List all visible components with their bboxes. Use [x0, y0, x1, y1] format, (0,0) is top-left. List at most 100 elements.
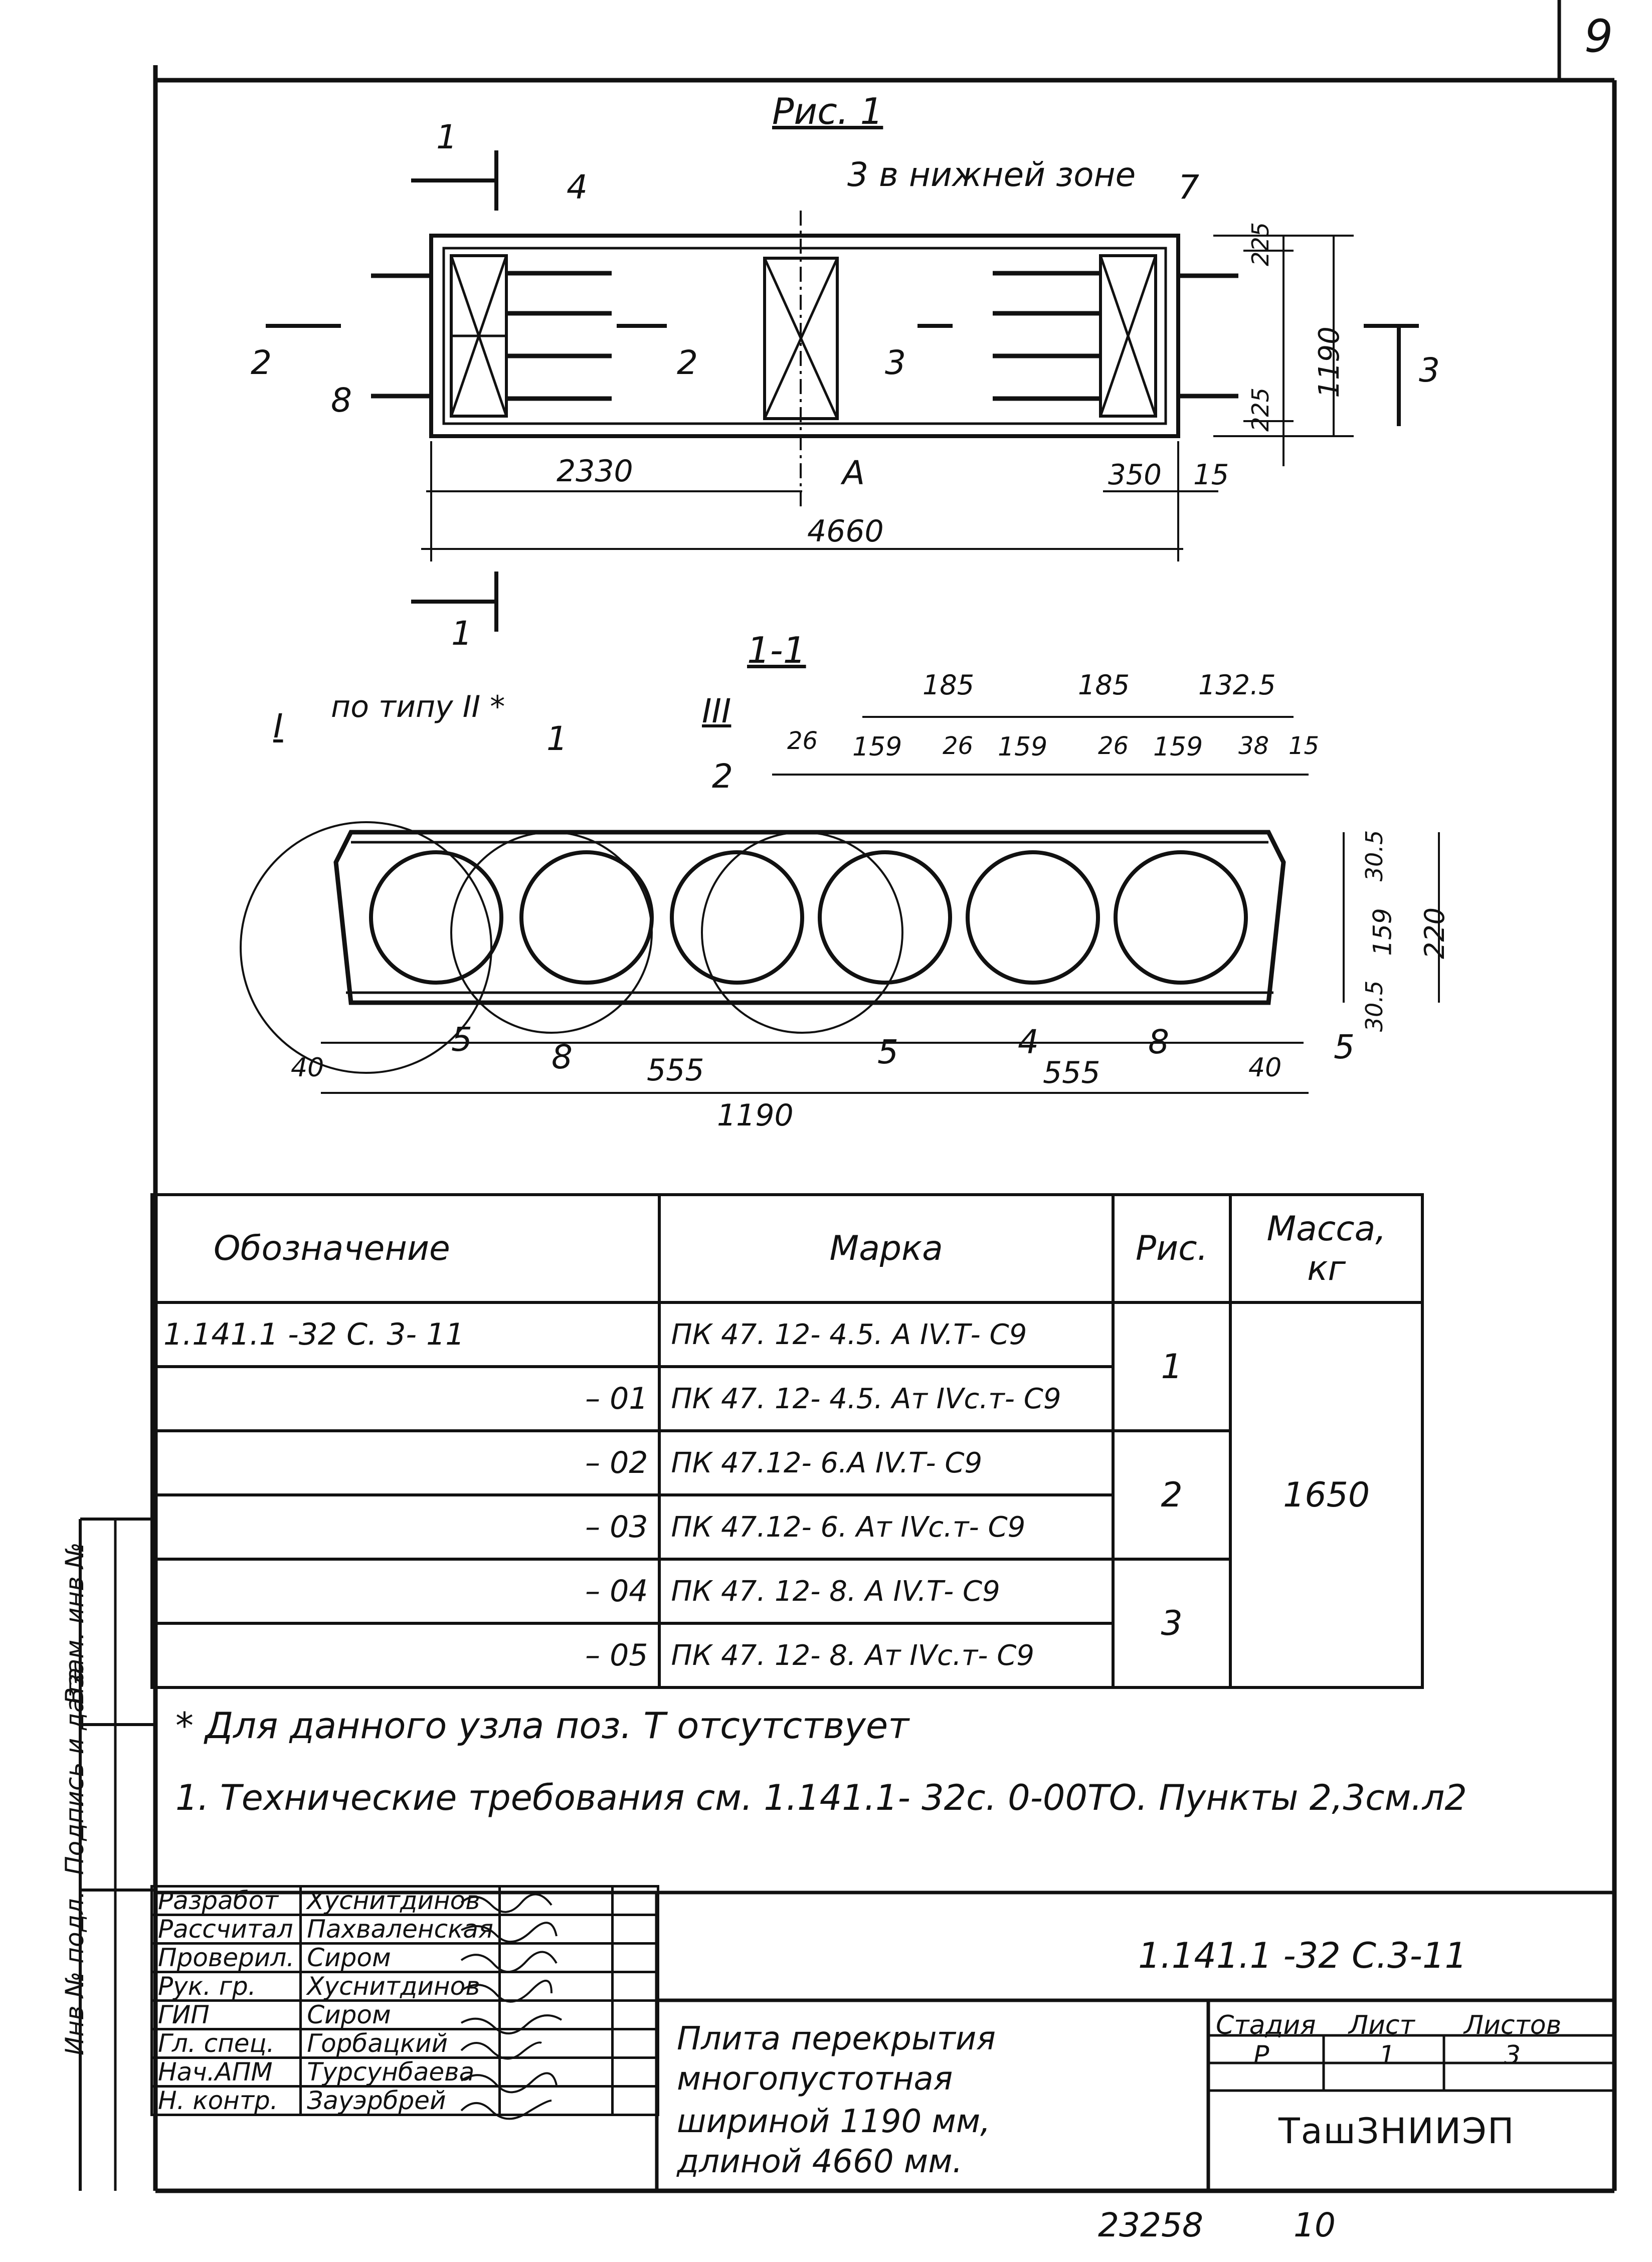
stamp-name-4: Сиром [299, 1999, 501, 2030]
sheets-label: Листов [1464, 2010, 1562, 2040]
archive-number: 23258 [1098, 2206, 1203, 2244]
row-3-designation: – 03 [150, 1493, 661, 1561]
plan-dim-15: 15 [1193, 459, 1229, 491]
section-dim-40-left: 40 [291, 1053, 324, 1083]
row-4-mark: ПК 47. 12- 8. А IV.Т- С9 [658, 1558, 1115, 1625]
stamp-signature-3 [498, 1971, 614, 2002]
sheet-value: 1 [1379, 2040, 1396, 2070]
spec-table: Обозначение Марка Рис. Масса, кг 1.141.1… [150, 1193, 1424, 1689]
header-designation: Обозначение [150, 1193, 661, 1304]
row-5-designation: – 05 [150, 1622, 661, 1689]
plan-callout-section-2-right: 2 [677, 343, 698, 382]
stage-label: Стадия [1216, 2010, 1316, 2040]
section-callout-5-left: 5 [451, 1020, 472, 1059]
stamp-role-5: Гл. спец. [150, 2028, 302, 2059]
section-drawing [240, 716, 1440, 1094]
plan-callout-section-1-bottom: 1 [451, 614, 472, 653]
title-line-0: Плита перекрытия [677, 2020, 996, 2057]
stamp-signature-4 [498, 1999, 614, 2030]
section-dim-26-c: 26 [1098, 732, 1129, 760]
section-label-III: III [702, 692, 731, 730]
stamp-role-4: ГИП [150, 1999, 302, 2030]
section-callout-1: 1 [546, 719, 568, 758]
row-0-designation: 1.141.1 -32 С. 3- 11 [150, 1301, 661, 1368]
section-callout-8-left: 8 [552, 1038, 573, 1076]
title-line-3: длиной 4660 мм. [677, 2143, 963, 2180]
stamp-signature-1 [498, 1914, 614, 1945]
section-dim-185-b: 185 [1078, 669, 1130, 701]
section-dim-555-left: 555 [647, 1053, 704, 1088]
mass-cell: 1650 [1229, 1301, 1424, 1689]
plan-callout-4: 4 [567, 168, 588, 207]
organization-name: ТашЗНИИЭП [1278, 2111, 1515, 2152]
plan-callout-section-1-top: 1 [436, 118, 457, 156]
section-dim-159-b: 159 [998, 732, 1048, 762]
note-technical: 1. Технические требования см. 1.141.1- 3… [175, 1777, 1467, 1818]
plan-callout-7: 7 [1178, 168, 1199, 207]
row-2-designation: – 02 [150, 1429, 661, 1496]
stamp-name-7: Зауэрбрей [299, 2085, 501, 2116]
stamp-role-3: Рук. гр. [150, 1971, 302, 2002]
row-3-mark: ПК 47.12- 6. Ат IVс.т- С9 [658, 1493, 1115, 1561]
section-callout-8-right: 8 [1148, 1023, 1169, 1061]
row-1-mark: ПК 47. 12- 4.5. Ат IVс.т- С9 [658, 1365, 1115, 1432]
stamp-name-6: Турсунбаева [299, 2056, 501, 2088]
stamp-signature-5 [498, 2028, 614, 2059]
section-dim-1190: 1190 [717, 1098, 794, 1133]
stage-value: Р [1253, 2040, 1269, 2070]
plan-callout-section-3-right: 3 [1419, 351, 1440, 390]
plan-dim-2330: 2330 [557, 454, 633, 489]
section-dim-26-a: 26 [787, 727, 818, 755]
section-dim-132-5: 132.5 [1198, 669, 1276, 701]
figure-title: Рис. 1 [772, 90, 883, 132]
stamp-name-5: Горбацкий [299, 2028, 501, 2059]
section-callout-2: 2 [712, 757, 733, 796]
title-line-1: многопустотная [677, 2060, 953, 2098]
plan-callout-section-2-left: 2 [251, 343, 272, 382]
section-dim-159-a: 159 [852, 732, 902, 762]
section-title: 1-1 [747, 629, 806, 671]
section-dim-555-right: 555 [1043, 1055, 1100, 1090]
section-dim-38: 38 [1238, 732, 1269, 760]
page-number: 9 [1584, 10, 1613, 63]
stamp-role-2: Проверил. [150, 1942, 302, 1973]
stamp-role-6: Нач.АПМ [150, 2056, 302, 2088]
bottom-zone-note: 3 в нижней зоне [847, 155, 1136, 194]
plan-dim-4660: 4660 [807, 514, 884, 549]
plan-callout-section-3-left: 3 [885, 343, 906, 382]
section-label-I: I [273, 707, 283, 745]
section-callout-4: 4 [1018, 1023, 1039, 1061]
section-dim-40-right: 40 [1248, 1053, 1282, 1083]
section-label-type: по типу II * [331, 689, 505, 724]
section-dim-185-a: 185 [923, 669, 975, 701]
header-mark: Марка [658, 1193, 1115, 1304]
stamp-role-1: Рассчитал [150, 1914, 302, 1945]
section-callout-5-right: 5 [1334, 1028, 1355, 1066]
section-dim-26-b: 26 [943, 732, 974, 760]
sheet-index: 10 [1294, 2206, 1336, 2244]
stamp-role-7: Н. контр. [150, 2085, 302, 2116]
stamp-role-0: Разработ [150, 1885, 302, 1916]
plan-callout-view-a: A [842, 454, 865, 492]
plan-callout-8: 8 [331, 381, 352, 420]
section-dim-15: 15 [1289, 732, 1320, 760]
title-line-2: шириной 1190 мм, [677, 2103, 991, 2140]
row-1-designation: – 01 [150, 1365, 661, 1432]
note-star: * Для данного узла поз. Т отсутствует [175, 1705, 909, 1747]
section-callout-5-middle: 5 [877, 1033, 898, 1071]
stamp-signature-0 [498, 1885, 614, 1916]
row-2-mark: ПК 47.12- 6.А IV.Т- С9 [658, 1429, 1115, 1496]
document-code: 1.141.1 -32 С.3-11 [1138, 1935, 1467, 1976]
stamp-name-0: Хуснитдинов [299, 1885, 501, 1916]
figure-cell-2: 2 [1111, 1429, 1232, 1561]
row-0-mark: ПК 47. 12- 4.5. А IV.Т- С9 [658, 1301, 1115, 1368]
plan-dim-350: 350 [1108, 459, 1162, 491]
header-figure: Рис. [1111, 1193, 1232, 1304]
sheet-label: Лист [1349, 2010, 1415, 2040]
row-4-designation: – 04 [150, 1558, 661, 1625]
figure-cell-3: 3 [1111, 1558, 1232, 1689]
plan-drawing [266, 150, 1419, 632]
